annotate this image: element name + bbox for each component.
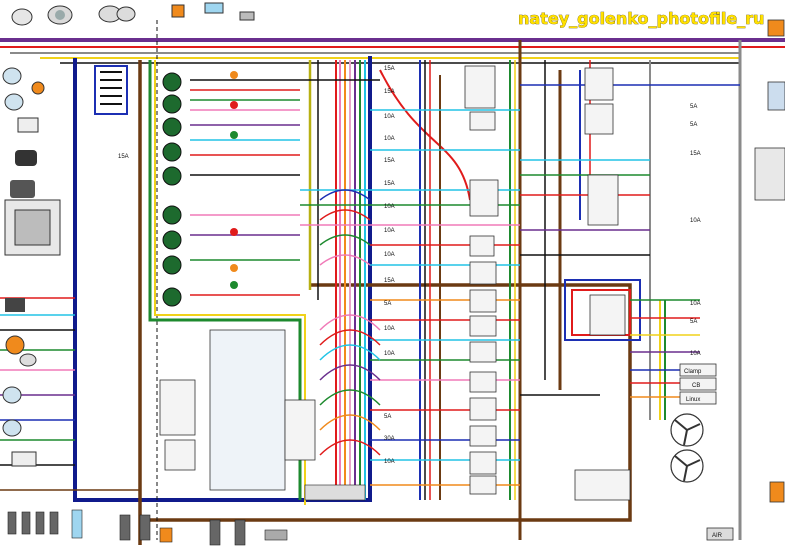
fuse-label: 10A xyxy=(384,114,395,120)
fuse-label: 15A xyxy=(384,158,395,164)
left-components xyxy=(2,65,128,467)
fuse-label: 5A xyxy=(384,301,391,307)
fuse-label-upper-right: 10A xyxy=(690,218,701,224)
fuse-label: 15A xyxy=(384,278,395,284)
fuse-label: 5A xyxy=(384,414,391,420)
fuse-label-upper-right: 5A xyxy=(690,122,697,128)
switch-label-linux: Linux xyxy=(686,397,700,403)
switch-boxes: Clamp CB Linux xyxy=(679,363,717,405)
fuse-label: 10A xyxy=(384,136,395,142)
fuse-label: 15A xyxy=(384,66,395,72)
air-sensor: AIR xyxy=(706,527,734,541)
fuse-label: 10A xyxy=(384,459,395,465)
fuse-label: 15A xyxy=(384,181,395,187)
fuse-label-upper-right: 15A xyxy=(690,151,701,157)
cooling-fans xyxy=(670,413,704,483)
bottom-sensors xyxy=(7,484,366,546)
fuse-label: 10A xyxy=(384,351,395,357)
headlamps-top xyxy=(11,2,255,26)
air-label: AIR xyxy=(712,533,723,539)
curved-wire-arcs xyxy=(319,189,381,456)
connector-blocks xyxy=(159,19,785,503)
fuse-label: 10A xyxy=(384,326,395,332)
fuse-label: 15A xyxy=(384,89,395,95)
horizontal-wire-bundle xyxy=(0,79,740,491)
fuse-label-upper-right: 5A xyxy=(690,104,697,110)
fuse-label: 10A xyxy=(384,204,395,210)
fuse-label: 30A xyxy=(384,436,395,442)
instrument-gauges xyxy=(162,71,238,307)
fuse-label: 15A xyxy=(118,154,129,160)
fuse-label-right: 10A xyxy=(690,301,701,307)
fuse-label-right: 5A xyxy=(690,319,697,325)
fuse-labels: 15A 15A 10A 10A 15A 15A 10A 10A 10A 15A … xyxy=(118,66,701,465)
switch-label-clamp: Clamp xyxy=(684,369,702,375)
fuse-label: 10A xyxy=(384,228,395,234)
watermark-text: natey_golenko_photofile_ru xyxy=(518,9,764,28)
switch-label-cb: CB xyxy=(692,383,700,389)
fuse-label: 10A xyxy=(384,252,395,258)
fuse-label-right: 10A xyxy=(690,351,701,357)
